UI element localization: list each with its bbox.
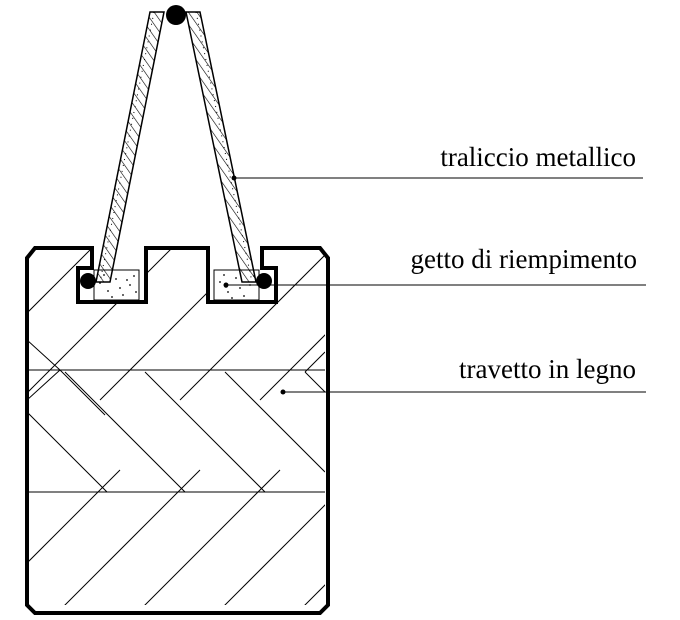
truss-top-bar bbox=[166, 5, 186, 25]
leader-fill-dot bbox=[223, 282, 229, 288]
wood-grain-middle bbox=[27, 339, 325, 493]
truss-bar-left bbox=[95, 11, 165, 283]
leader-truss-dot bbox=[231, 175, 237, 181]
leader-joist-dot bbox=[280, 389, 286, 395]
wood-grain-bottom bbox=[27, 469, 325, 605]
truss-bottom-bar-left bbox=[80, 273, 96, 289]
truss-bottom-bar-right bbox=[256, 273, 272, 289]
label-fill: getto di riempimento bbox=[411, 244, 637, 274]
label-truss: traliccio metallico bbox=[440, 142, 636, 172]
leaders bbox=[223, 175, 646, 395]
label-joist: travetto in legno bbox=[459, 354, 636, 384]
truss-bar-right bbox=[185, 11, 257, 283]
wood-joist bbox=[25, 246, 330, 615]
joist-outline bbox=[25, 246, 330, 615]
